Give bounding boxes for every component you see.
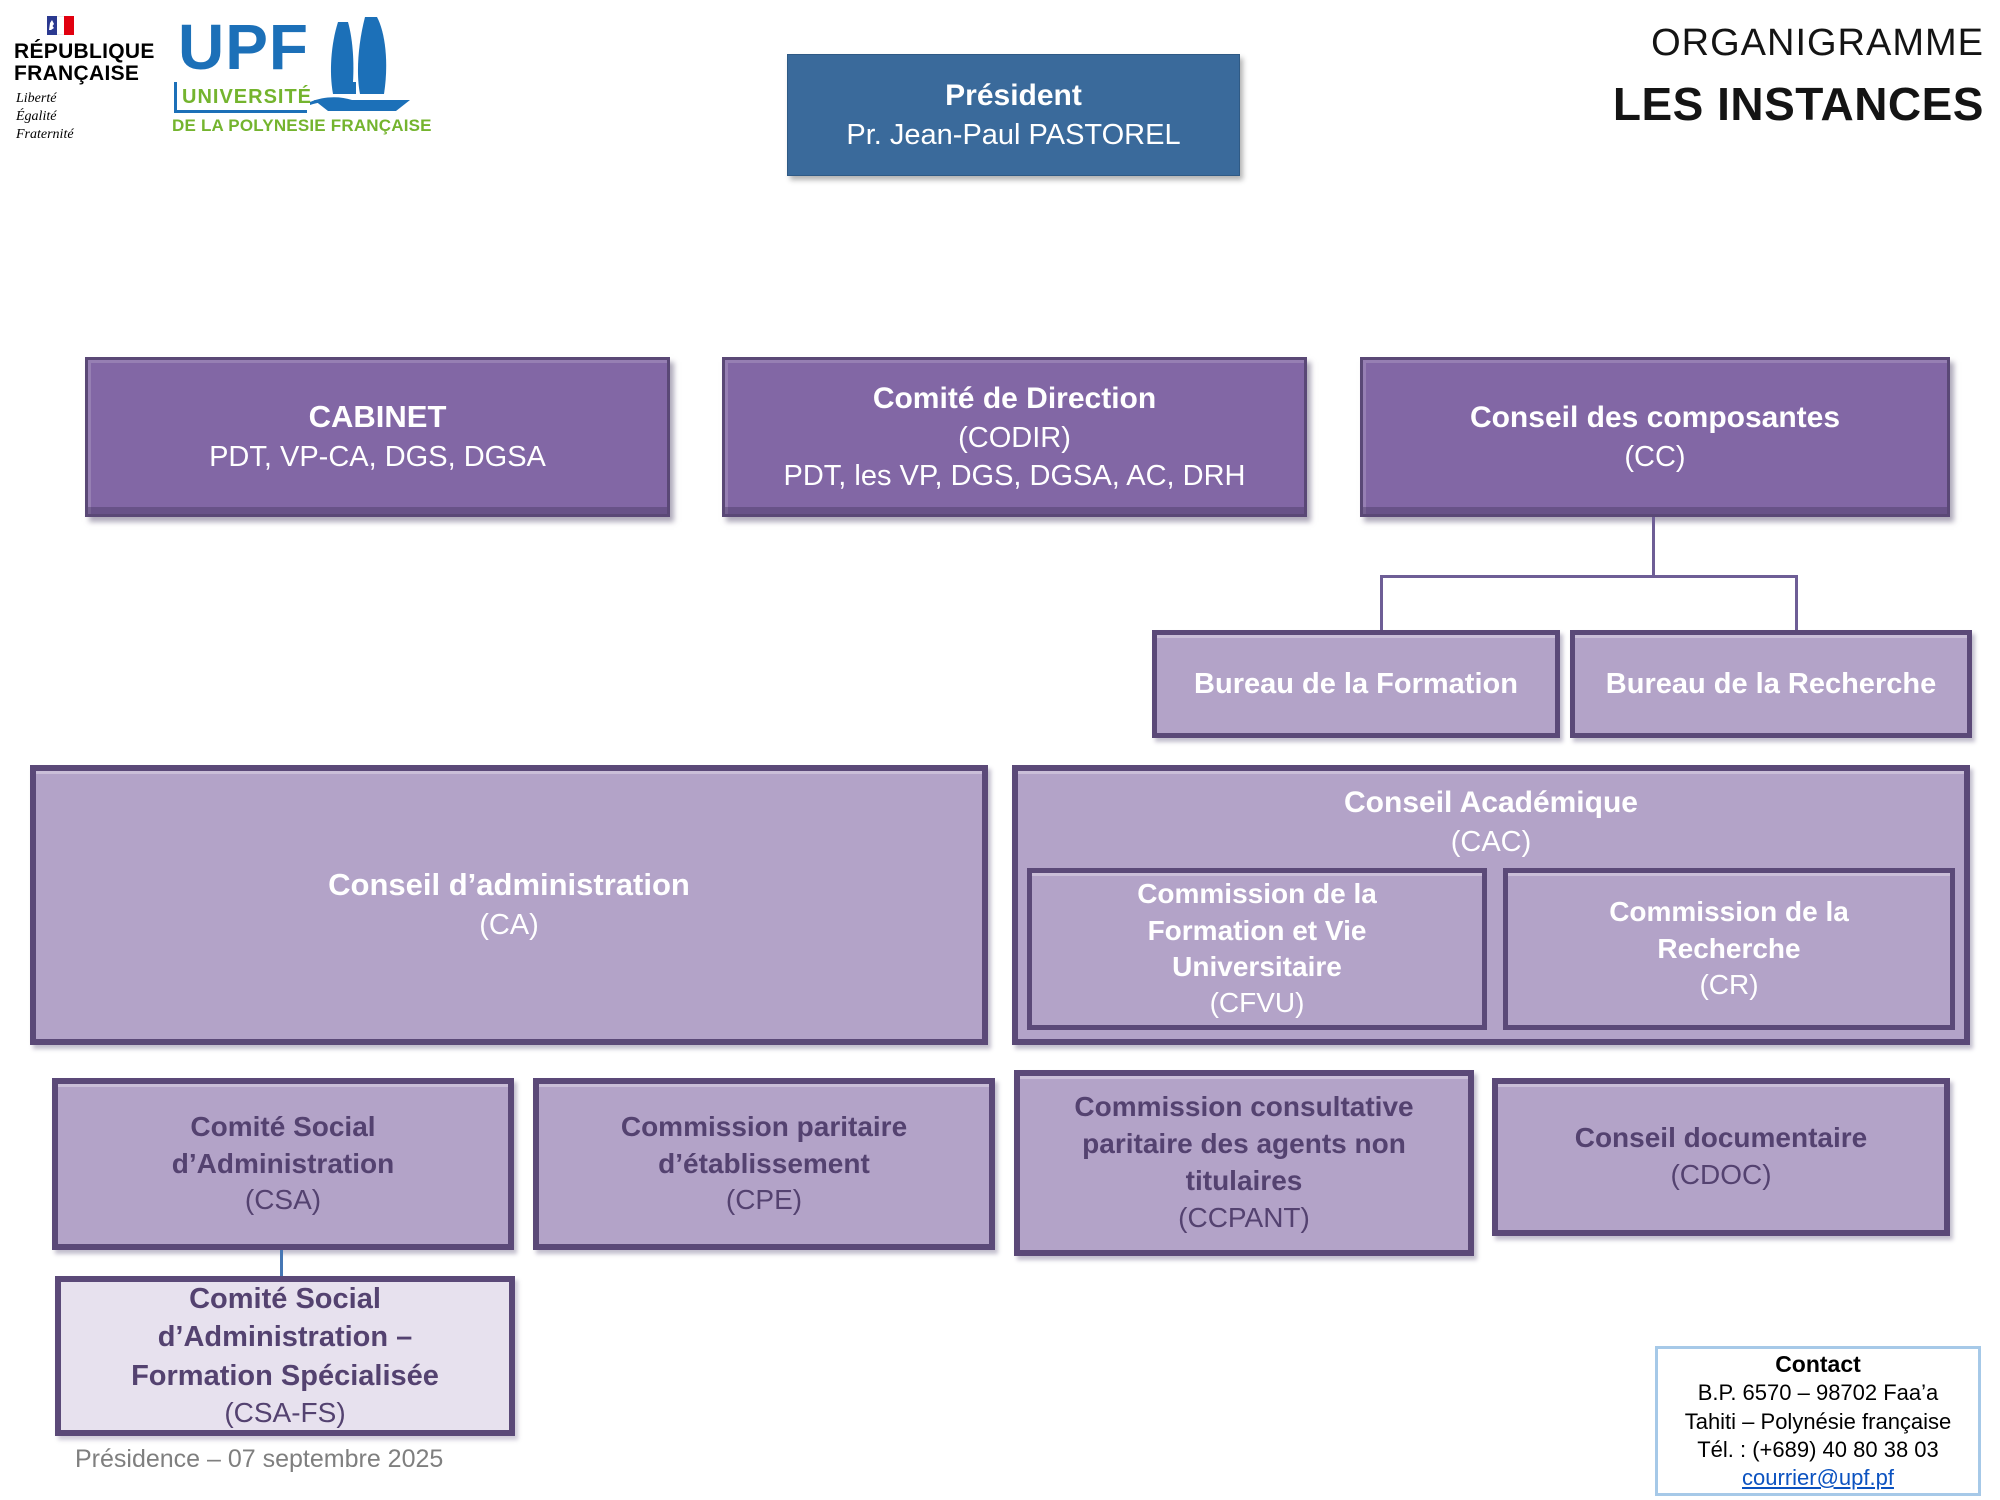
upf-polynesie-label: DE LA POLYNESIE FRANÇAISE	[172, 116, 432, 135]
bureau-recherche-label: Bureau de la Recherche	[1605, 667, 1937, 700]
connector-drop-formation	[1380, 575, 1383, 632]
bureau-formation-label: Bureau de la Formation	[1194, 667, 1518, 700]
ca-acronym: (CA)	[479, 909, 539, 942]
conseil-composantes-box: Conseil des composantes (CC)	[1360, 357, 1950, 517]
cpe-title: Commission paritaire d’établissement	[620, 1110, 908, 1179]
codir-members: PDT, les VP, DGS, DGSA, AC, DRH	[783, 459, 1246, 492]
codir-box: Comité de Direction (CODIR) PDT, les VP,…	[722, 357, 1307, 517]
ca-title: Conseil d’administration	[328, 867, 690, 903]
motto-egalite: Égalité	[16, 109, 57, 125]
ccpant-title: Commission consultative paritaire des ag…	[1074, 1091, 1414, 1196]
page-title-line2: LES INSTANCES	[1612, 78, 1984, 130]
marianne-line2: FRANÇAISE	[14, 62, 140, 86]
ccpant-acronym: (CCPANT)	[1178, 1201, 1310, 1233]
csa-acronym: (CSA)	[244, 1184, 322, 1216]
connector-cc-horizontal	[1380, 575, 1798, 578]
cfvu-title: Commission de la Formation et Vie Univer…	[1137, 878, 1377, 982]
cr-acronym: (CR)	[1699, 969, 1759, 1001]
conseil-academique-box: Conseil Académique (CAC) Commission de l…	[1012, 765, 1970, 1045]
upf-universite-label: UNIVERSITÉ	[182, 86, 313, 108]
csafs-title: Comité Social d’Administration – Formati…	[131, 1283, 439, 1392]
codir-title: Comité de Direction	[872, 381, 1157, 415]
connector-drop-recherche	[1795, 575, 1798, 632]
cc-title: Conseil des composantes	[1469, 401, 1841, 435]
cac-title: Conseil Académique	[1344, 786, 1638, 819]
cfvu-box: Commission de la Formation et Vie Univer…	[1027, 868, 1487, 1030]
cpe-box: Commission paritaire d’établissement (CP…	[533, 1078, 995, 1250]
ccpant-box: Commission consultative paritaire des ag…	[1014, 1070, 1474, 1256]
president-name: Pr. Jean-Paul PASTOREL	[846, 118, 1181, 151]
contact-phone: Tél. : (+689) 40 80 38 03	[1697, 1436, 1939, 1462]
outrigger-canoe-icon	[310, 17, 410, 111]
french-flag-icon	[47, 16, 74, 35]
bureau-recherche-box: Bureau de la Recherche	[1570, 630, 1972, 738]
conseil-administration-box: Conseil d’administration (CA)	[30, 765, 988, 1045]
cc-acronym: (CC)	[1624, 440, 1686, 473]
cabinet-members: PDT, VP-CA, DGS, DGSA	[209, 441, 546, 474]
cac-acronym: (CAC)	[1450, 825, 1532, 858]
cr-title: Commission de la Recherche	[1609, 896, 1849, 964]
csafs-acronym: (CSA-FS)	[224, 1396, 346, 1428]
marianne-line1: RÉPUBLIQUE	[14, 40, 155, 63]
cabinet-box: CABINET PDT, VP-CA, DGS, DGSA	[85, 357, 670, 517]
contact-address-line2: Tahiti – Polynésie française	[1684, 1408, 1952, 1434]
bureau-formation-box: Bureau de la Formation	[1152, 630, 1560, 738]
page-title-line1: ORGANIGRAMME	[1651, 22, 1984, 64]
contact-title: Contact	[1775, 1350, 1861, 1377]
contact-box: Contact B.P. 6570 – 98702 Faa’a Tahiti –…	[1655, 1346, 1981, 1496]
upf-logo: UPF UNIVERSITÉ DE LA POLYNESIE FRANÇAISE	[172, 11, 432, 136]
codir-acronym: (CODIR)	[958, 421, 1071, 454]
cpe-acronym: (CPE)	[725, 1184, 803, 1216]
motto-fraternite: Fraternité	[16, 127, 74, 143]
cdoc-title: Conseil documentaire	[1574, 1122, 1868, 1154]
upf-acronym: UPF	[178, 11, 309, 83]
cr-box: Commission de la Recherche (CR)	[1503, 868, 1955, 1030]
csafs-box: Comité Social d’Administration – Formati…	[55, 1276, 515, 1436]
cfvu-acronym: (CFVU)	[1209, 987, 1305, 1019]
president-title: Président	[945, 79, 1082, 113]
cdoc-box: Conseil documentaire (CDOC)	[1492, 1078, 1950, 1236]
president-box: Président Pr. Jean-Paul PASTOREL	[787, 54, 1240, 176]
footer-credit: Présidence – 07 septembre 2025	[75, 1445, 444, 1473]
contact-email-link[interactable]: courrier@upf.pf	[1742, 1464, 1894, 1490]
marianne-motto: Liberté Égalité Fraternité	[16, 90, 74, 145]
contact-address-line1: B.P. 6570 – 98702 Faa’a	[1697, 1380, 1939, 1406]
page-title: ORGANIGRAMME LES INSTANCES	[1613, 22, 1984, 131]
upf-logo-rule	[174, 82, 307, 113]
connector-cc-stem	[1652, 517, 1655, 577]
connector-csa-csafs	[280, 1250, 283, 1276]
csa-title: Comité Social d’Administration	[171, 1110, 395, 1179]
csa-box: Comité Social d’Administration (CSA)	[52, 1078, 514, 1250]
motto-liberte: Liberté	[16, 91, 57, 106]
republique-francaise-wordmark: RÉPUBLIQUE FRANÇAISE	[14, 40, 155, 86]
cdoc-acronym: (CDOC)	[1670, 1159, 1772, 1190]
cabinet-title: CABINET	[308, 399, 447, 435]
